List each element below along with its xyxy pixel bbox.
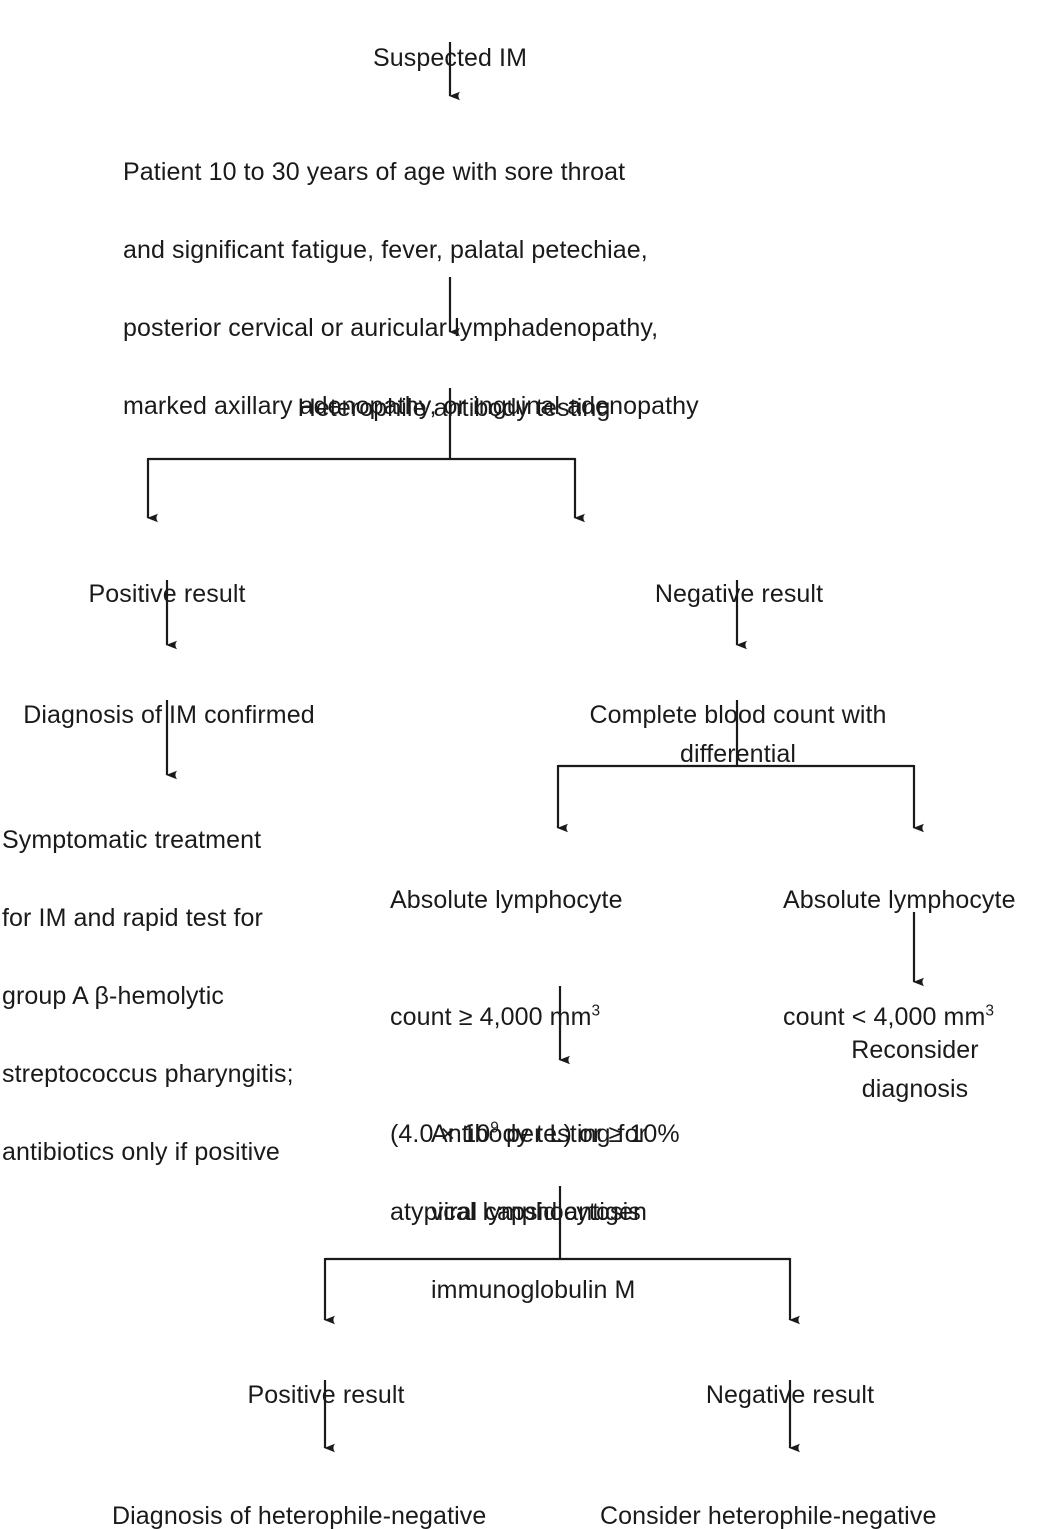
alc-high-line-3: (4.0 × 109 per L) or ≥ 10%	[390, 1076, 680, 1154]
patient-criteria-line-2: and significant fatigue, fever, palatal …	[123, 236, 648, 264]
alc-high-line-2-text: count ≥ 4,000 mm	[390, 1003, 592, 1031]
node-positive-result-heterophile: Positive result	[88, 536, 245, 614]
node-negative-result-heterophile: Negative result	[655, 536, 823, 614]
node-suspected-im: Suspected IM	[373, 0, 527, 78]
reconsider-diagnosis-label: Reconsider diagnosis	[851, 1036, 979, 1103]
node-reconsider-diagnosis: Reconsider diagnosis	[849, 992, 982, 1109]
node-patient-criteria: Patient 10 to 30 years of age with sore …	[123, 114, 699, 465]
positive-result-1-label: Positive result	[88, 580, 246, 608]
cbc-differential-label: Complete blood count with differential	[589, 701, 887, 768]
symptomatic-line-4: streptococcus pharyngitis;	[2, 1060, 294, 1088]
alc-high-line-3-text: (4.0 × 10	[390, 1120, 491, 1148]
vca-line-3: immunoglobulin M	[431, 1276, 636, 1304]
patient-criteria-line-3: posterior cervical or auricular lymphade…	[123, 314, 659, 342]
alc-low-line-1: Absolute lymphocyte	[783, 886, 1016, 914]
node-heterophile-antibody-testing: Heterophile antibody testing	[298, 350, 611, 428]
alc-high-line-2: count ≥ 4,000 mm3	[390, 959, 680, 1037]
alc-high-line-4: atypical lymphocytosis	[390, 1198, 641, 1226]
negative-result-2-label: Negative result	[705, 1381, 875, 1409]
node-symptomatic-treatment: Symptomatic treatment for IM and rapid t…	[2, 782, 294, 1211]
heterophile-testing-label: Heterophile antibody testing	[297, 394, 611, 422]
alc-low-line-2: count < 4,000 mm3	[783, 959, 1016, 1037]
vca-line-1: Antibody testing for	[431, 1120, 648, 1148]
vca-line-2: viral capsid antigen	[431, 1198, 648, 1226]
node-mononucleosis-like-illness: Consider heterophile-negative mononucleo…	[600, 1458, 936, 1529]
symptomatic-line-5: antibiotics only if positive	[2, 1138, 280, 1166]
symptomatic-line-2: for IM and rapid test for	[2, 904, 263, 932]
patient-criteria-line-1: Patient 10 to 30 years of age with sore …	[123, 158, 626, 186]
node-absolute-lymphocyte-count-high: Absolute lymphocyte count ≥ 4,000 mm3 (4…	[390, 842, 680, 1271]
node-complete-blood-count: Complete blood count with differential	[583, 657, 893, 774]
patient-criteria-line-4: marked axillary adenopathy, or inguinal …	[123, 392, 699, 420]
alc-high-line-3-superscript: 9	[490, 1119, 500, 1137]
node-negative-result-vca: Negative result	[706, 1337, 874, 1415]
diagnosis-confirmed-label: Diagnosis of IM confirmed	[23, 701, 315, 729]
symptomatic-line-1: Symptomatic treatment	[2, 826, 262, 854]
alc-high-line-1: Absolute lymphocyte	[390, 886, 623, 914]
node-suspected-im-label: Suspected IM	[372, 44, 528, 72]
ebv-confirmed-line-1: Diagnosis of heterophile-negative	[112, 1502, 487, 1529]
symptomatic-line-3: group A β-hemolytic	[2, 982, 224, 1010]
alc-low-line-2-superscript: 3	[985, 1002, 995, 1020]
node-absolute-lymphocyte-count-low: Absolute lymphocyte count < 4,000 mm3	[783, 842, 1016, 1076]
node-diagnosis-im-confirmed: Diagnosis of IM confirmed	[23, 657, 315, 735]
negative-result-1-label: Negative result	[654, 580, 824, 608]
positive-result-2-label: Positive result	[247, 1381, 405, 1409]
node-positive-result-vca: Positive result	[247, 1337, 404, 1415]
alc-low-line-2-text: count < 4,000 mm	[783, 1003, 986, 1031]
node-antibody-testing-vca: Antibody testing for viral capsid antige…	[431, 1076, 647, 1349]
alc-high-line-3-text-tail: per L) or ≥ 10%	[499, 1120, 680, 1148]
alc-high-line-2-superscript: 3	[591, 1002, 601, 1020]
mono-like-line-1: Consider heterophile-negative	[600, 1502, 937, 1529]
node-ebv-im-confirmed: Diagnosis of heterophile-negative Epstei…	[112, 1458, 486, 1529]
